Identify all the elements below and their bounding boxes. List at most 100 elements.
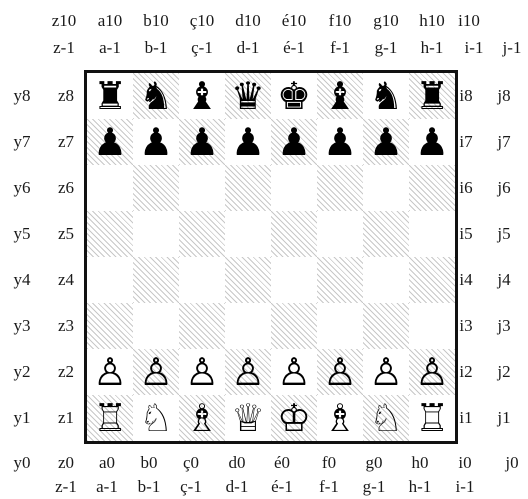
bottom-label: i0 bbox=[458, 453, 471, 473]
board-square[interactable] bbox=[409, 165, 455, 211]
top-file-label: é10 bbox=[282, 11, 307, 31]
top-file-label: f10 bbox=[329, 11, 352, 31]
rank-label-outer-left: y8 bbox=[14, 86, 31, 106]
white-pawn-icon[interactable]: ♙ bbox=[225, 349, 271, 395]
board-square[interactable] bbox=[179, 211, 225, 257]
top-right-label: i10 bbox=[458, 11, 480, 31]
white-knight-icon[interactable]: ♘ bbox=[363, 395, 409, 441]
board-square[interactable] bbox=[179, 303, 225, 349]
top-inner-file-label: b-1 bbox=[145, 38, 168, 58]
rank-label-inner-left: z6 bbox=[58, 178, 74, 198]
bottom-label-2: g-1 bbox=[363, 477, 386, 497]
rank-label-outer-left: y5 bbox=[14, 224, 31, 244]
board-square[interactable] bbox=[409, 257, 455, 303]
bottom-label: f0 bbox=[322, 453, 336, 473]
board-square[interactable] bbox=[225, 165, 271, 211]
rank-label-outer-right: j6 bbox=[497, 178, 510, 198]
black-bishop-icon[interactable]: ♝ bbox=[179, 73, 225, 119]
white-pawn-icon[interactable]: ♙ bbox=[179, 349, 225, 395]
board-square[interactable] bbox=[271, 303, 317, 349]
top-corner-label: z10 bbox=[52, 11, 77, 31]
bottom-label: a0 bbox=[99, 453, 115, 473]
black-pawn-icon[interactable]: ♟ bbox=[271, 119, 317, 165]
black-pawn-icon[interactable]: ♟ bbox=[133, 119, 179, 165]
board-square[interactable] bbox=[317, 211, 363, 257]
board-square[interactable] bbox=[225, 211, 271, 257]
board-square[interactable] bbox=[317, 165, 363, 211]
board-square[interactable] bbox=[133, 211, 179, 257]
black-king-icon[interactable]: ♚ bbox=[271, 73, 317, 119]
white-queen-icon[interactable]: ♕ bbox=[225, 395, 271, 441]
chess-board: ♜♞♝♛♚♝♞♜♟♟♟♟♟♟♟♟♙♙♙♙♙♙♙♙♖♘♗♕♔♗♘♖ bbox=[84, 70, 458, 444]
rank-label-outer-left: y7 bbox=[14, 132, 31, 152]
white-knight-icon[interactable]: ♘ bbox=[133, 395, 179, 441]
top-inner-file-label: g-1 bbox=[375, 38, 398, 58]
white-bishop-icon[interactable]: ♗ bbox=[317, 395, 363, 441]
black-pawn-icon[interactable]: ♟ bbox=[409, 119, 455, 165]
board-square[interactable] bbox=[133, 165, 179, 211]
top-inner-file-label: ç-1 bbox=[191, 38, 213, 58]
bottom-label: h0 bbox=[412, 453, 429, 473]
bottom-label-2: f-1 bbox=[319, 477, 339, 497]
bottom-label-2: z-1 bbox=[55, 477, 77, 497]
rank-label-inner-right: i7 bbox=[459, 132, 472, 152]
white-pawn-icon[interactable]: ♙ bbox=[271, 349, 317, 395]
black-knight-icon[interactable]: ♞ bbox=[363, 73, 409, 119]
board-square[interactable] bbox=[225, 257, 271, 303]
white-bishop-icon[interactable]: ♗ bbox=[179, 395, 225, 441]
white-king-icon[interactable]: ♔ bbox=[271, 395, 317, 441]
black-queen-icon[interactable]: ♛ bbox=[225, 73, 271, 119]
black-pawn-icon[interactable]: ♟ bbox=[225, 119, 271, 165]
top-file-label: d10 bbox=[235, 11, 261, 31]
board-square[interactable] bbox=[409, 211, 455, 257]
board-square[interactable] bbox=[179, 257, 225, 303]
black-pawn-icon[interactable]: ♟ bbox=[179, 119, 225, 165]
white-rook-icon[interactable]: ♖ bbox=[87, 395, 133, 441]
board-square[interactable] bbox=[363, 257, 409, 303]
black-pawn-icon[interactable]: ♟ bbox=[317, 119, 363, 165]
white-pawn-icon[interactable]: ♙ bbox=[317, 349, 363, 395]
board-square[interactable] bbox=[179, 165, 225, 211]
rank-label-inner-left: z5 bbox=[58, 224, 74, 244]
black-rook-icon[interactable]: ♜ bbox=[87, 73, 133, 119]
board-square[interactable] bbox=[271, 257, 317, 303]
board-square[interactable] bbox=[133, 257, 179, 303]
rank-label-inner-left: z4 bbox=[58, 270, 74, 290]
black-bishop-icon[interactable]: ♝ bbox=[317, 73, 363, 119]
board-square[interactable] bbox=[87, 303, 133, 349]
board-square[interactable] bbox=[363, 211, 409, 257]
black-knight-icon[interactable]: ♞ bbox=[133, 73, 179, 119]
white-rook-icon[interactable]: ♖ bbox=[409, 395, 455, 441]
bottom-label: j0 bbox=[505, 453, 518, 473]
top-file-label: g10 bbox=[373, 11, 399, 31]
rank-label-inner-left: z2 bbox=[58, 362, 74, 382]
black-pawn-icon[interactable]: ♟ bbox=[363, 119, 409, 165]
board-square[interactable] bbox=[87, 257, 133, 303]
bottom-label-2: b-1 bbox=[138, 477, 161, 497]
top-inner-file-label: d-1 bbox=[237, 38, 260, 58]
white-pawn-icon[interactable]: ♙ bbox=[87, 349, 133, 395]
board-square[interactable] bbox=[133, 303, 179, 349]
board-square[interactable] bbox=[87, 165, 133, 211]
board-square[interactable] bbox=[363, 165, 409, 211]
white-pawn-icon[interactable]: ♙ bbox=[363, 349, 409, 395]
board-square[interactable] bbox=[363, 303, 409, 349]
board-square[interactable] bbox=[409, 303, 455, 349]
top-file-label: ç10 bbox=[190, 11, 215, 31]
board-square[interactable] bbox=[271, 211, 317, 257]
black-rook-icon[interactable]: ♜ bbox=[409, 73, 455, 119]
board-square[interactable] bbox=[317, 257, 363, 303]
bottom-label: b0 bbox=[141, 453, 158, 473]
black-pawn-icon[interactable]: ♟ bbox=[87, 119, 133, 165]
rank-label-outer-right: j2 bbox=[497, 362, 510, 382]
rank-label-outer-right: j5 bbox=[497, 224, 510, 244]
board-square[interactable] bbox=[271, 165, 317, 211]
board-square[interactable] bbox=[317, 303, 363, 349]
rank-label-outer-left: y1 bbox=[14, 408, 31, 428]
rank-label-outer-left: y6 bbox=[14, 178, 31, 198]
white-pawn-icon[interactable]: ♙ bbox=[409, 349, 455, 395]
white-pawn-icon[interactable]: ♙ bbox=[133, 349, 179, 395]
board-square[interactable] bbox=[225, 303, 271, 349]
top-inner-file-label: f-1 bbox=[330, 38, 350, 58]
board-square[interactable] bbox=[87, 211, 133, 257]
